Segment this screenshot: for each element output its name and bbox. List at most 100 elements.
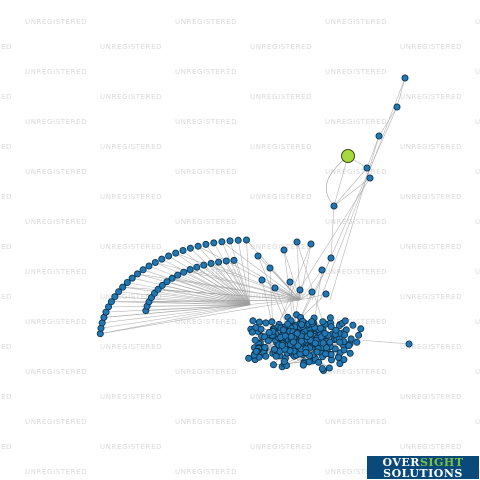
graph-node[interactable] xyxy=(272,352,280,360)
graph-node[interactable] xyxy=(294,342,302,350)
graph-node[interactable] xyxy=(318,266,326,274)
graph-node[interactable] xyxy=(322,350,330,358)
graph-node[interactable] xyxy=(262,319,270,327)
graph-node[interactable] xyxy=(355,331,363,339)
graph-node[interactable] xyxy=(139,266,147,274)
graph-node[interactable] xyxy=(306,330,314,338)
graph-node[interactable] xyxy=(347,335,355,343)
graph-node[interactable] xyxy=(311,339,319,347)
graph-node[interactable] xyxy=(210,239,218,247)
graph-node[interactable] xyxy=(174,271,182,279)
graph-node[interactable] xyxy=(207,259,215,267)
graph-node[interactable] xyxy=(318,365,326,373)
graph-node[interactable] xyxy=(200,261,208,269)
graph-node[interactable] xyxy=(287,333,295,341)
graph-node[interactable] xyxy=(180,268,188,276)
graph-node[interactable] xyxy=(268,318,276,326)
graph-node[interactable] xyxy=(264,337,272,345)
graph-node[interactable] xyxy=(322,290,330,298)
graph-node[interactable] xyxy=(284,320,292,328)
graph-node[interactable] xyxy=(105,303,113,311)
graph-node[interactable] xyxy=(154,285,162,293)
graph-node[interactable] xyxy=(349,321,357,329)
graph-node[interactable] xyxy=(340,346,348,354)
graph-node[interactable] xyxy=(262,352,270,360)
graph-node[interactable] xyxy=(111,293,119,301)
graph-node[interactable] xyxy=(293,238,301,246)
graph-node[interactable] xyxy=(252,347,260,355)
graph-node[interactable] xyxy=(258,276,266,284)
graph-node[interactable] xyxy=(133,270,141,278)
graph-node[interactable] xyxy=(218,238,226,246)
graph-node[interactable] xyxy=(357,325,365,333)
graph-node[interactable] xyxy=(327,323,335,331)
graph-node[interactable] xyxy=(393,103,401,111)
graph-node[interactable] xyxy=(405,340,413,348)
graph-node[interactable] xyxy=(179,246,187,254)
graph-node[interactable] xyxy=(293,329,301,337)
graph-node[interactable] xyxy=(269,361,277,369)
graph-node[interactable] xyxy=(313,348,321,356)
graph-node[interactable] xyxy=(234,236,242,244)
graph-node[interactable] xyxy=(346,349,354,357)
graph-node[interactable] xyxy=(280,357,288,365)
graph-node[interactable] xyxy=(308,288,316,296)
graph-node[interactable] xyxy=(265,328,273,336)
graph-node[interactable] xyxy=(296,286,304,294)
graph-node[interactable] xyxy=(341,317,349,325)
highlighted-entity-node[interactable] xyxy=(341,149,355,163)
graph-node[interactable] xyxy=(299,361,307,369)
graph-node[interactable] xyxy=(252,323,260,331)
graph-node[interactable] xyxy=(186,265,194,273)
graph-node[interactable] xyxy=(226,237,234,245)
graph-node[interactable] xyxy=(315,358,323,366)
graph-node[interactable] xyxy=(353,338,361,346)
graph-node[interactable] xyxy=(255,318,263,326)
graph-node[interactable] xyxy=(249,317,257,325)
graph-node[interactable] xyxy=(326,338,334,346)
graph-node[interactable] xyxy=(325,364,333,372)
graph-node[interactable] xyxy=(202,240,210,248)
graph-node[interactable] xyxy=(363,164,371,172)
graph-node[interactable] xyxy=(119,283,127,291)
graph-node[interactable] xyxy=(336,338,344,346)
graph-node[interactable] xyxy=(286,278,294,286)
graph-node[interactable] xyxy=(193,263,201,271)
graph-node[interactable] xyxy=(330,202,338,210)
graph-node[interactable] xyxy=(145,262,153,270)
graph-node[interactable] xyxy=(270,345,278,353)
graph-node[interactable] xyxy=(298,321,306,329)
graph-node[interactable] xyxy=(115,288,123,296)
graph-node[interactable] xyxy=(151,258,159,266)
graph-node[interactable] xyxy=(254,252,262,260)
graph-node[interactable] xyxy=(165,252,173,260)
graph-node[interactable] xyxy=(230,256,238,264)
graph-node[interactable] xyxy=(319,339,327,347)
graph-node[interactable] xyxy=(163,278,171,286)
graph-node[interactable] xyxy=(278,341,286,349)
graph-node[interactable] xyxy=(215,258,223,266)
graph-node[interactable] xyxy=(308,318,316,326)
graph-node[interactable] xyxy=(327,254,335,262)
graph-node[interactable] xyxy=(158,281,166,289)
graph-node[interactable] xyxy=(251,336,259,344)
graph-node[interactable] xyxy=(334,354,342,362)
graph-node[interactable] xyxy=(345,342,353,350)
graph-node[interactable] xyxy=(307,240,315,248)
graph-node[interactable] xyxy=(222,257,230,265)
graph-node[interactable] xyxy=(279,326,287,334)
graph-node[interactable] xyxy=(321,329,329,337)
graph-node[interactable] xyxy=(302,348,310,356)
graph-node[interactable] xyxy=(319,318,327,326)
graph-node[interactable] xyxy=(281,332,289,340)
graph-node[interactable] xyxy=(271,284,279,292)
graph-node[interactable] xyxy=(186,244,194,252)
graph-node[interactable] xyxy=(326,314,334,322)
graph-node[interactable] xyxy=(280,246,288,254)
graph-node[interactable] xyxy=(123,278,131,286)
graph-node[interactable] xyxy=(194,242,202,250)
graph-node[interactable] xyxy=(375,132,383,140)
graph-node[interactable] xyxy=(332,326,340,334)
graph-node[interactable] xyxy=(366,174,374,182)
graph-node[interactable] xyxy=(245,354,253,362)
